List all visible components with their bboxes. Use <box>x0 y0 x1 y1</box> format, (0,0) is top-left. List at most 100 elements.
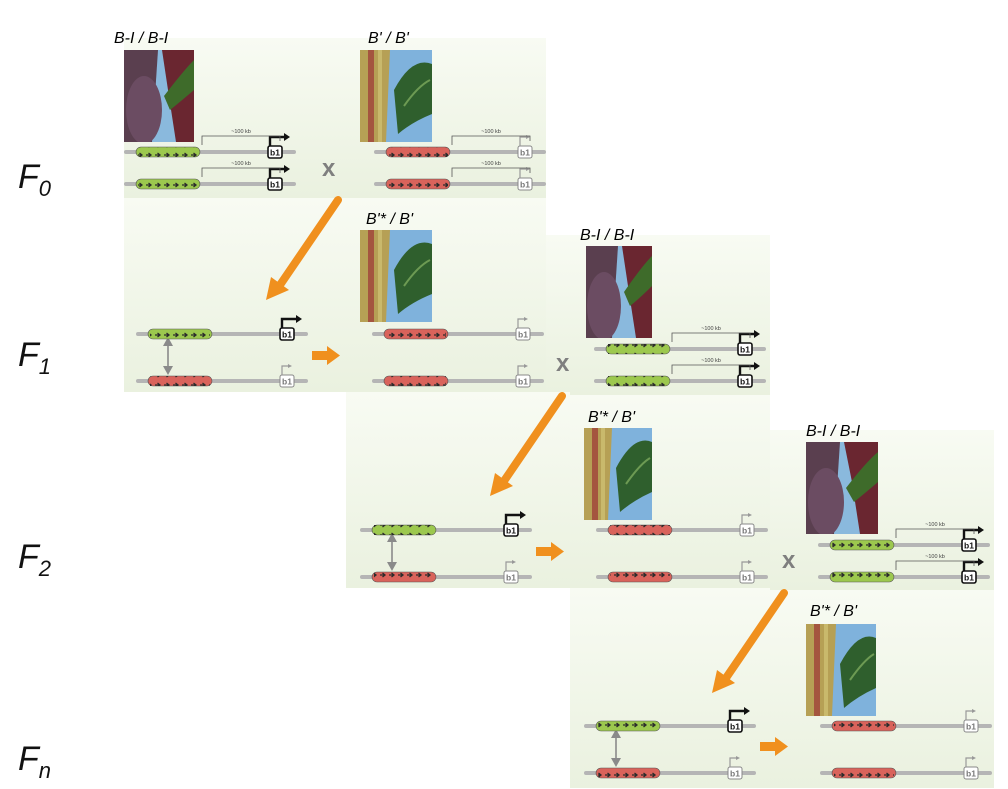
chromosome-strand: b1 <box>820 709 992 733</box>
chromosome-strand: b1 <box>136 364 308 388</box>
generation-label-f2: F2 <box>18 538 52 581</box>
panel-f2-left <box>346 392 570 588</box>
promoter-arrow-icon <box>519 136 527 146</box>
gene-box <box>727 719 743 733</box>
panel-fn-left <box>570 588 770 788</box>
generation-label-f0: F0 <box>18 158 52 201</box>
gene-label: b1 <box>270 180 280 190</box>
genotype-label-f1-bps: B'* / B' <box>366 211 414 228</box>
gene-label: b1 <box>282 330 292 340</box>
chromosome-strand: b1 <box>596 560 768 584</box>
genotype-label-f0-bp: B' / B' <box>368 30 409 47</box>
chromosome-strand: b1 <box>360 560 532 584</box>
plant-photo-green-f0 <box>360 50 432 142</box>
diagonal-arrow-f0-f1 <box>266 196 342 300</box>
promoter-arrow-icon <box>517 318 525 328</box>
promoter-arrow-icon <box>505 561 513 571</box>
gene-label: b1 <box>740 345 750 355</box>
gene-box <box>279 327 295 341</box>
promoter-arrow-icon <box>268 135 284 146</box>
distance-bracket <box>895 528 975 538</box>
gene-label: b1 <box>966 722 976 732</box>
horizontal-arrow-f1 <box>312 346 340 365</box>
distance-label: ~100 kb <box>481 161 501 167</box>
interaction-arrow-fn <box>611 729 621 767</box>
promoter-arrow-icon <box>965 710 973 720</box>
gene-box <box>515 327 531 341</box>
genotype-label-fn-bps: B'* / B' <box>810 603 858 620</box>
chromosome-strand: b1~100 kb <box>594 326 766 356</box>
gene-box <box>737 374 753 388</box>
chromosome-strand: b1 <box>820 756 992 780</box>
gene-label: b1 <box>282 377 292 387</box>
generation-label-fn: Fn <box>18 740 52 783</box>
chromosome-strand: b1 ~100 kb <box>594 358 766 388</box>
distance-bracket <box>201 167 281 177</box>
distance-label: ~100 kb <box>231 161 251 167</box>
promoter-arrow-icon <box>962 528 978 539</box>
distance-label: ~100 kb <box>481 129 501 135</box>
distance-bracket <box>451 135 531 145</box>
gene-box <box>961 538 977 552</box>
gene-label: b1 <box>964 573 974 583</box>
distance-bracket <box>451 167 531 177</box>
gene-label: b1 <box>730 769 740 779</box>
promoter-arrow-icon <box>962 560 978 571</box>
gene-box <box>963 719 979 733</box>
plant-photo-purple-f1 <box>586 246 652 338</box>
plant-photo-green-f1 <box>360 230 432 322</box>
panel-f1-left <box>124 198 346 392</box>
gene-label: b1 <box>506 526 516 536</box>
gene-label: b1 <box>740 377 750 387</box>
interaction-arrow-f2 <box>387 533 397 571</box>
gene-box <box>517 177 533 191</box>
genotype-label-f0-bi: B-I / B-I <box>114 30 169 47</box>
gene-box <box>267 177 283 191</box>
gene-box <box>739 523 755 537</box>
chromosome-strand: b1 <box>372 364 544 388</box>
promoter-arrow-icon <box>965 757 973 767</box>
cross-symbol-f0: x <box>322 155 336 182</box>
plant-photo-purple-f0 <box>124 50 194 142</box>
plant-photo-green-fn <box>806 624 876 716</box>
genotype-label-f1-bi: B-I / B-I <box>580 227 635 244</box>
diagonal-arrow-f2-fn <box>712 589 788 693</box>
gene-label: b1 <box>518 330 528 340</box>
distance-label: ~100 kb <box>925 522 945 528</box>
chromosome-strand: b1 <box>584 707 756 733</box>
promoter-arrow-icon <box>504 513 520 524</box>
chromosome-strand: b1 ~100 kb <box>818 554 990 584</box>
cross-symbol-f1: x <box>556 350 570 377</box>
cross-symbol-f2: x <box>782 547 796 574</box>
chromosome-strand: b1 <box>360 511 532 537</box>
distance-bracket <box>671 332 751 342</box>
distance-label: ~100 kb <box>231 129 251 135</box>
gene-box <box>279 374 295 388</box>
horizontal-arrow-fn <box>760 737 788 756</box>
generation-label-f1: F1 <box>18 336 52 379</box>
gene-box <box>267 145 283 159</box>
gene-label: b1 <box>742 573 752 583</box>
promoter-arrow-icon <box>728 709 744 720</box>
promoter-arrow-icon <box>268 167 284 178</box>
gene-label: b1 <box>520 180 530 190</box>
gene-box <box>517 145 533 159</box>
promoter-arrow-icon <box>741 561 749 571</box>
chromosome-strand: b1 <box>372 317 544 341</box>
diagonal-arrow-f1-f2 <box>490 392 566 496</box>
distance-bracket <box>895 560 975 570</box>
gene-box <box>739 570 755 584</box>
gene-label: b1 <box>270 148 280 158</box>
distance-label: ~100 kb <box>701 358 721 364</box>
panel-f1-bi <box>546 235 770 395</box>
gene-label: b1 <box>964 541 974 551</box>
promoter-arrow-icon <box>280 317 296 328</box>
distance-label: ~100 kb <box>925 554 945 560</box>
gene-box <box>961 570 977 584</box>
chromosome-strand: b1 <box>596 513 768 537</box>
gene-box <box>727 766 743 780</box>
promoter-arrow-icon <box>738 364 754 375</box>
promoter-arrow-icon <box>519 168 527 178</box>
distance-bracket <box>671 364 751 374</box>
